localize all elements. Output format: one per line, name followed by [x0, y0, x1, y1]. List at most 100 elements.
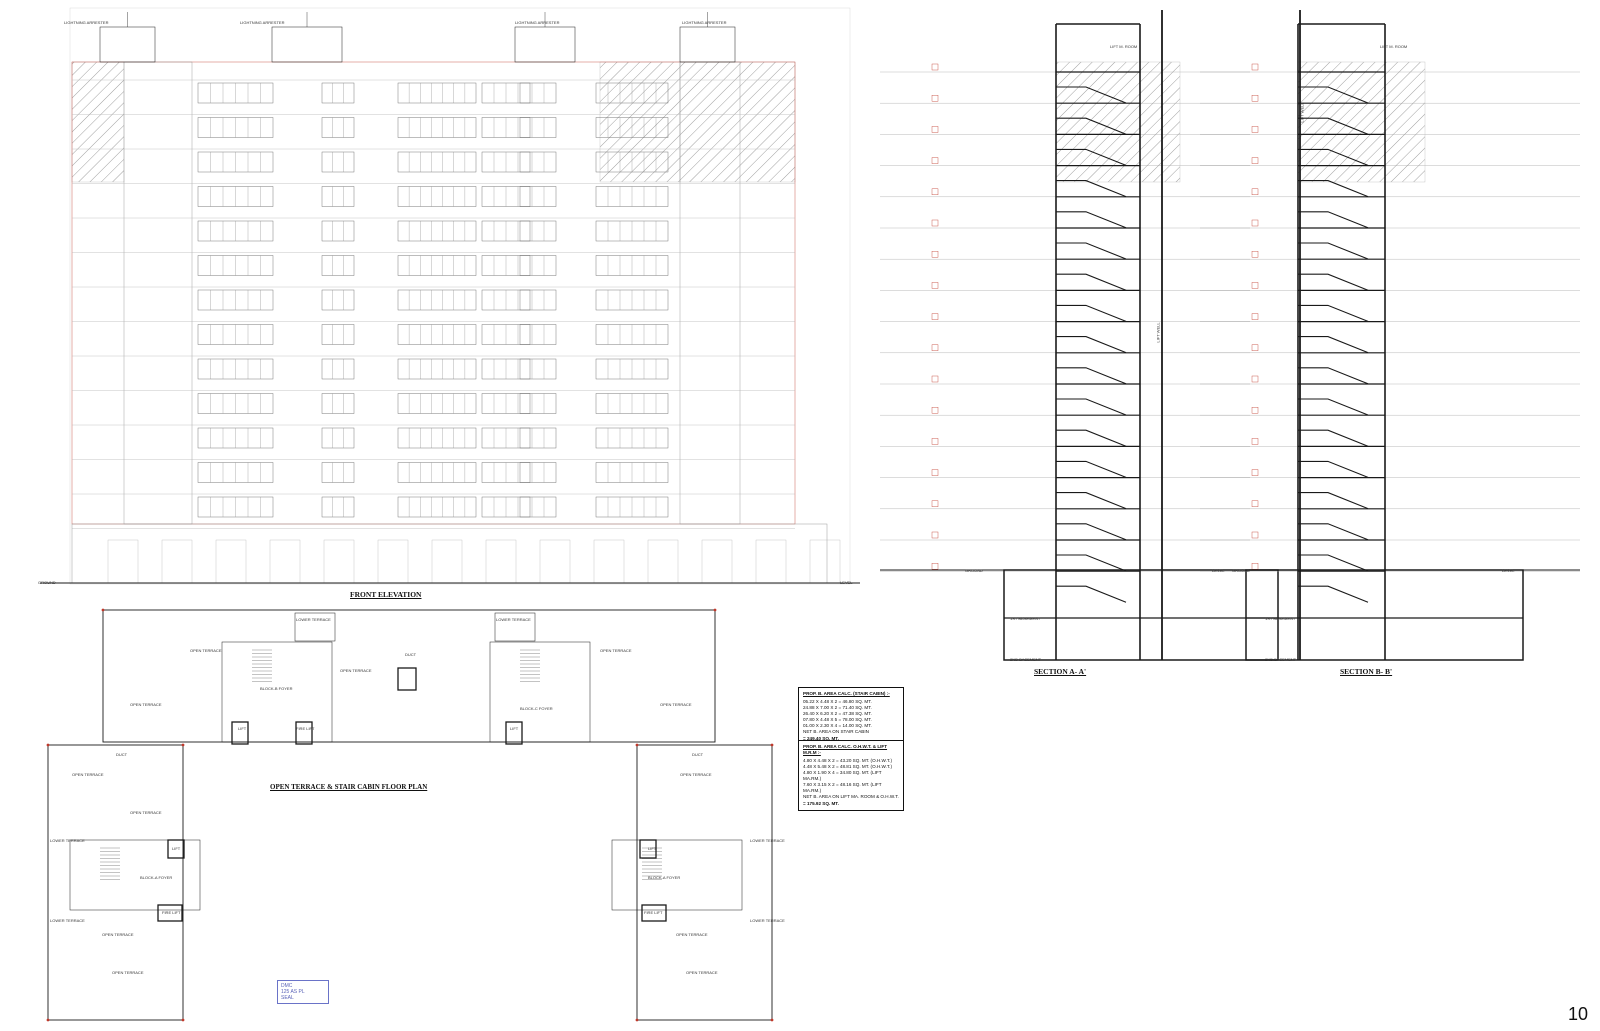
- window: [321, 462, 355, 483]
- stair-flight: [1056, 180, 1127, 198]
- stair-calc-total: = 249.40 SQ. MT.: [803, 736, 839, 741]
- section-b-basement1-label: 1ST BASEMENT: [1265, 616, 1296, 621]
- plan-lower-terrace-2: LOWER TERRACE: [496, 617, 531, 622]
- basement-block: [1003, 569, 1279, 661]
- stair-calc-header: PROP. B. AREA CALC. (STAIR CABIN) :-: [803, 691, 890, 696]
- plan-lower-terrace-4: LOWER TERRACE: [750, 838, 785, 843]
- plan-right-wing: [636, 744, 773, 1021]
- plan-open-terrace-12: OPEN TERRACE: [686, 970, 718, 975]
- front-elevation-title: FRONT ELEVATION: [350, 590, 422, 599]
- podium-opening: [647, 539, 679, 584]
- elevation-frame: [69, 7, 851, 585]
- lift-room-area-calc: PROP. B. AREA CALC. O.H.W.T. & LIFT M.R.…: [798, 740, 904, 811]
- plan-block-a-foyer-left: BLOCK-A FOYER: [140, 875, 173, 880]
- window: [397, 324, 477, 345]
- level-marker: [1251, 282, 1259, 289]
- stair-flight: [1056, 398, 1127, 416]
- approval-stamp: DMC 125 AS PL SEAL: [277, 980, 329, 1004]
- section-b-basement2-label: 2ND BASEMENT: [1265, 657, 1297, 662]
- stair-flight: [1298, 273, 1369, 291]
- podium-opening: [215, 539, 247, 584]
- corner-mark: [713, 608, 717, 612]
- plan-open-terrace-8: OPEN TERRACE: [680, 772, 712, 777]
- window: [321, 393, 355, 414]
- plan-open-terrace-4: OPEN TERRACE: [130, 702, 162, 707]
- lightning-arrester-label-1: LIGHTNING ARRESTER: [64, 20, 109, 25]
- window: [519, 427, 557, 449]
- lightning-arrester-label-4: LIGHTNING ARRESTER: [682, 20, 727, 25]
- lift-calc-total: = 175.92 SQ. MT.: [803, 801, 839, 806]
- stair-cabin-1: [489, 641, 591, 743]
- stair-cabin-top-1: [271, 26, 343, 63]
- section-b-liftwell-label: LIFT WELL: [1299, 102, 1305, 123]
- corner-mark: [101, 608, 105, 612]
- window: [397, 462, 477, 483]
- lift-calc-row: 4.80 X 1.90 X 4 = 34.80 SQ. MT. (LIFT MA…: [803, 770, 882, 781]
- podium-opening: [485, 539, 517, 584]
- stair-flight: [1056, 148, 1127, 166]
- podium: [71, 523, 828, 584]
- section-a-liftwell-label: LIFT WELL: [1155, 322, 1161, 343]
- section-bb-title: SECTION B- B': [1340, 667, 1393, 676]
- terrace-plan-title: OPEN TERRACE & STAIR CABIN FLOOR PLAN: [270, 783, 428, 791]
- elevation-level-label: LEVEL: [840, 580, 853, 585]
- plan-open-terrace-10: OPEN TERRACE: [112, 970, 144, 975]
- window: [519, 289, 557, 311]
- lift-shaft-4: [167, 839, 185, 859]
- stair-calc-row: 05.22 X 4.48 X 2 = 46.80 SQ. MT.: [803, 699, 872, 704]
- window: [397, 117, 477, 138]
- window: [519, 358, 557, 380]
- stair-cabin-top-0: [99, 26, 156, 63]
- plan-lift-1: LIFT: [238, 726, 247, 731]
- lift-calc-header: PROP. B. AREA CALC. O.H.W.T. & LIFT M.R.…: [803, 744, 888, 755]
- level-marker: [1251, 375, 1259, 383]
- lift-calc-net: NET B. AREA ON LIFT MA. ROOM & O.H.W.T.: [803, 794, 899, 799]
- plan-lower-terrace-5: LOWER TERRACE: [50, 918, 85, 923]
- stair-flight: [1298, 554, 1369, 572]
- stamp-line: DMC: [281, 983, 293, 989]
- level-marker: [931, 563, 939, 570]
- lift-calc-row: 7.60 X 3.15 X 2 = 48.16 SQ. MT. (LIFT MA…: [803, 782, 882, 793]
- level-marker: [1251, 157, 1259, 164]
- plan-lower-terrace-3: LOWER TERRACE: [50, 838, 85, 843]
- stair-flight: [1056, 273, 1127, 291]
- podium-opening: [539, 539, 571, 584]
- plan-open-terrace-9: OPEN TERRACE: [102, 932, 134, 937]
- window: [321, 220, 355, 242]
- stair-flight: [1056, 304, 1127, 322]
- plan-fire-lift-1: FIRE LIFT: [296, 726, 315, 731]
- stair-calc-row: 01.00 X 2.30 X 4 = 14.00 SQ. MT.: [803, 723, 872, 728]
- level-marker: [931, 250, 939, 258]
- window: [397, 220, 477, 242]
- plan-lift-3: LIFT: [172, 846, 181, 851]
- section-b-level-label: LEVEL: [1502, 568, 1515, 573]
- plan-open-terrace-6: OPEN TERRACE: [72, 772, 104, 777]
- stair-calc-net: NET B. AREA ON STAIR CABIN: [803, 729, 869, 734]
- podium-opening: [107, 539, 139, 584]
- corner-mark: [46, 1018, 50, 1022]
- plan-open-terrace-7: OPEN TERRACE: [130, 810, 162, 815]
- facade-pier-left: [123, 61, 193, 525]
- level-marker: [1251, 344, 1259, 351]
- level-marker: [931, 188, 939, 196]
- window: [321, 496, 355, 518]
- window: [321, 255, 355, 276]
- elevation-ground-label: GROUND: [38, 580, 56, 585]
- plan-left-wing: [47, 744, 184, 1021]
- stair-flight: [1056, 554, 1127, 572]
- lift-calc-row: 4.48 X 5.48 X 2 = 48.81 SQ. MT. (O.H.W.T…: [803, 764, 892, 769]
- plan-lower-terrace-6: LOWER TERRACE: [750, 918, 785, 923]
- plan-lower-terrace-1: LOWER TERRACE: [296, 617, 331, 622]
- level-marker: [931, 531, 939, 539]
- level-marker: [931, 375, 939, 383]
- lift-calc-row: 4.80 X 4.48 X 2 = 43.20 SQ. MT. (O.H.W.T…: [803, 758, 892, 763]
- stair-flight: [1056, 211, 1127, 229]
- stair-cabin-0: [221, 641, 333, 743]
- lower-terrace-box-2: [494, 612, 536, 642]
- plan-top-outline: [102, 609, 716, 743]
- lower-terrace-box-1: [294, 612, 336, 642]
- section-a-basement1-label: 1ST BASEMENT: [1010, 616, 1041, 621]
- section-hatched-top: [1297, 61, 1426, 183]
- section-aa-title: SECTION A- A': [1034, 667, 1087, 676]
- lift-shaft-0: [231, 721, 249, 745]
